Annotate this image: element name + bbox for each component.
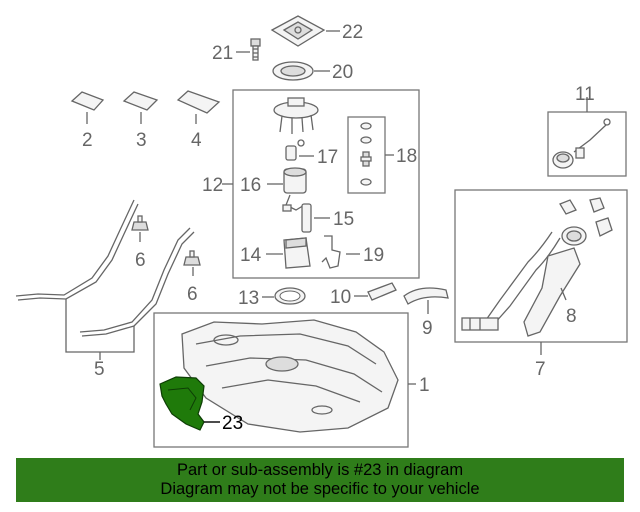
part-6-clip-a[interactable]: 6 [131,215,149,271]
part-17-filter[interactable]: 17 [285,145,338,168]
label-12: 12 [202,175,223,196]
label-9: 9 [422,318,433,339]
part-3-pad[interactable]: 3 [122,91,159,151]
label-6-b: 6 [187,284,198,305]
label-19: 19 [363,245,384,266]
part-14-reservoir[interactable]: 14 [240,237,311,269]
label-23: 23 [222,413,243,434]
pump-module-top[interactable] [273,97,319,147]
part-13-gasket[interactable]: 13 [238,287,306,309]
label-7: 7 [535,359,546,380]
part-19-hose[interactable]: 19 [321,235,384,269]
label-15: 15 [333,209,354,230]
banner-line-2: Diagram may not be specific to your vehi… [160,480,480,498]
label-4: 4 [191,130,202,151]
part-23-tank-shield[interactable]: 23 [159,376,243,434]
label-21: 21 [212,43,233,64]
label-16: 16 [240,175,261,196]
part-22-cover-plate[interactable]: 22 [270,15,363,47]
label-18: 18 [396,146,417,167]
part-6-clip-b[interactable]: 6 [183,250,201,305]
assembly-box-1 [153,312,409,448]
part-11-fuel-cap[interactable]: 11 [552,84,611,169]
part-21-bolt[interactable]: 21 [212,38,261,64]
label-14: 14 [240,245,262,266]
label-1: 1 [419,375,430,396]
part-4-pad[interactable]: 4 [176,90,221,151]
part-8-heat-shield[interactable]: 8 [523,247,581,337]
label-22: 22 [342,22,363,43]
part-15-sensor[interactable]: 15 [301,203,354,233]
part-5-straps[interactable]: 5 [15,199,195,380]
part-9-hose[interactable]: 9 [403,287,449,339]
info-banner: Part or sub-assembly is #23 in diagram D… [16,458,624,502]
label-10: 10 [330,287,351,308]
banner-line-1: Part or sub-assembly is #23 in diagram [176,461,464,479]
part-20-lock-ring[interactable]: 20 [272,61,353,83]
label-11: 11 [575,84,595,105]
part-18-kit[interactable]: 18 [347,116,417,194]
part-2-pad[interactable]: 2 [70,91,105,151]
label-13: 13 [238,288,259,309]
part-7-filler-neck[interactable]: 7 [461,197,613,380]
part-10-hose[interactable]: 10 [330,282,397,308]
label-8: 8 [566,306,577,327]
part-16-pump[interactable]: 16 [240,167,307,212]
label-6-a: 6 [135,250,146,271]
part-1-fuel-tank[interactable] [181,319,399,433]
label-17: 17 [317,147,338,168]
label-5: 5 [94,359,105,380]
label-3: 3 [136,130,147,151]
label-2: 2 [82,130,93,151]
label-20: 20 [332,62,353,83]
